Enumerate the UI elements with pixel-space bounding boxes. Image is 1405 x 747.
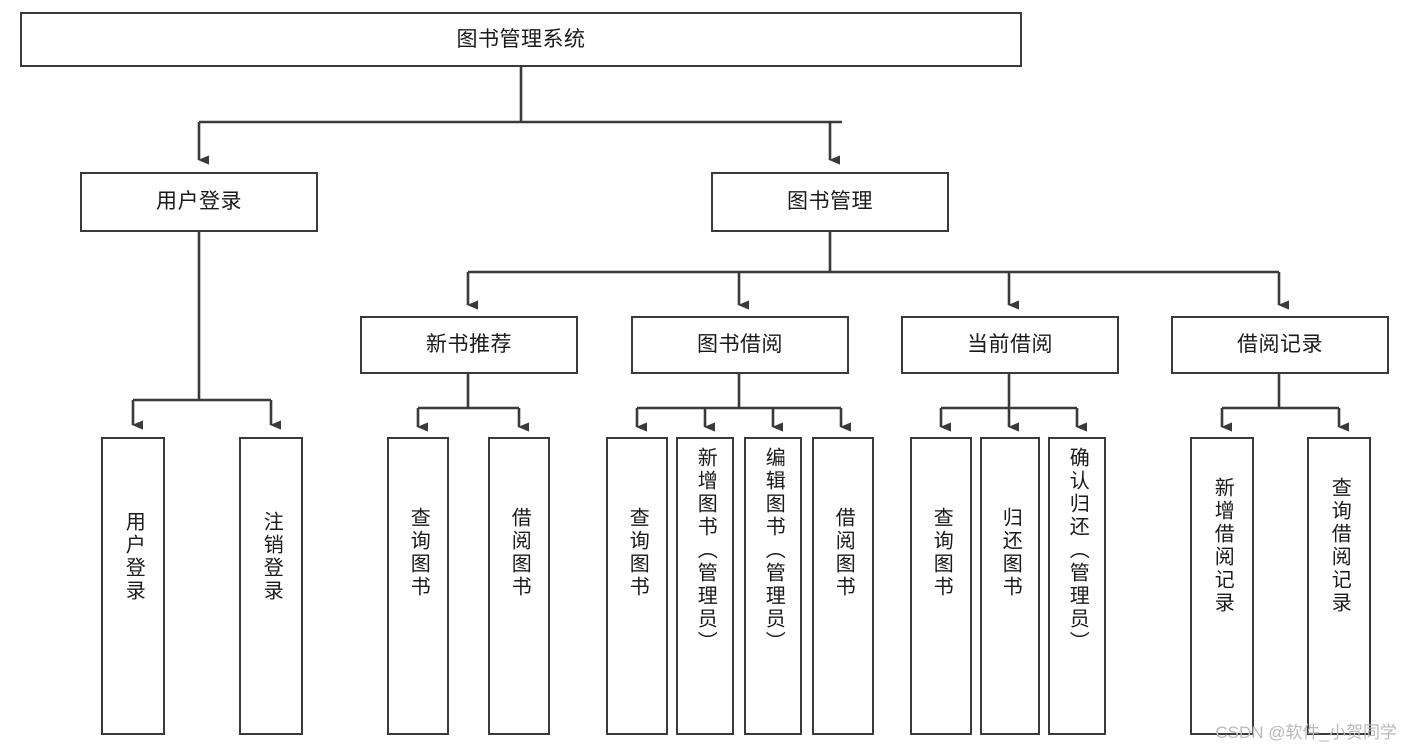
node-leaf-query-record[interactable]: 查询借阅记录 [1307, 437, 1371, 735]
node-label: 查询图书 [930, 507, 953, 599]
node-label: 图书管理 [787, 190, 873, 214]
node-label: 新增图书（管理员） [694, 447, 717, 654]
node-leaf-add-record[interactable]: 新增借阅记录 [1190, 437, 1254, 735]
node-new-book-recommend[interactable]: 新书推荐 [360, 316, 578, 374]
node-leaf-query-book-3[interactable]: 查询图书 [910, 437, 972, 735]
node-user-login[interactable]: 用户登录 [80, 172, 318, 232]
csdn-watermark: CSDN @软件_小贺同学 [1215, 723, 1397, 742]
node-leaf-return-book[interactable]: 归还图书 [980, 437, 1040, 735]
node-label: 图书借阅 [697, 333, 783, 357]
node-leaf-edit-book[interactable]: 编辑图书（管理员） [744, 437, 802, 735]
node-label: 图书管理系统 [456, 27, 586, 51]
node-leaf-confirm-return[interactable]: 确认归还（管理员） [1048, 437, 1106, 735]
node-label: 查询图书 [626, 507, 649, 599]
connector-group-user-login [131, 232, 281, 430]
node-book-borrow[interactable]: 图书借阅 [631, 316, 849, 374]
node-label: 编辑图书（管理员） [762, 447, 785, 654]
node-label: 借阅图书 [832, 507, 855, 599]
connector-group-new-book-recommend [416, 374, 529, 432]
node-leaf-query-book-1[interactable]: 查询图书 [387, 437, 449, 735]
node-root-book-management-system[interactable]: 图书管理系统 [20, 12, 1022, 67]
node-label: 用户登录 [156, 190, 242, 214]
node-label: 用户登录 [122, 511, 145, 603]
node-leaf-borrow-book-1[interactable]: 借阅图书 [488, 437, 550, 735]
node-current-borrow[interactable]: 当前借阅 [901, 316, 1119, 374]
connector-group-book-borrow [635, 374, 851, 432]
node-label: 当前借阅 [967, 333, 1053, 357]
node-label: 查询图书 [407, 507, 430, 599]
node-label: 归还图书 [999, 507, 1022, 599]
node-label: 确认归还（管理员） [1066, 447, 1089, 654]
node-label: 借阅记录 [1237, 333, 1323, 357]
node-leaf-logout-login[interactable]: 注销登录 [239, 437, 303, 735]
node-label: 新书推荐 [426, 333, 512, 357]
connector-group-borrow-record [1220, 374, 1349, 432]
node-book-manage[interactable]: 图书管理 [711, 172, 949, 232]
node-label: 查询借阅记录 [1328, 477, 1351, 615]
connector-group-book-manage [466, 232, 1289, 310]
node-label: 借阅图书 [508, 507, 531, 599]
node-leaf-borrow-book-2[interactable]: 借阅图书 [812, 437, 874, 735]
node-label: 新增借阅记录 [1211, 477, 1234, 615]
node-leaf-add-book[interactable]: 新增图书（管理员） [676, 437, 734, 735]
node-leaf-query-book-2[interactable]: 查询图书 [606, 437, 668, 735]
node-borrow-record[interactable]: 借阅记录 [1171, 316, 1389, 374]
connector-group-current-borrow [939, 374, 1087, 432]
connector-group-root [197, 67, 842, 165]
node-leaf-user-login[interactable]: 用户登录 [101, 437, 165, 735]
node-label: 注销登录 [260, 511, 283, 603]
